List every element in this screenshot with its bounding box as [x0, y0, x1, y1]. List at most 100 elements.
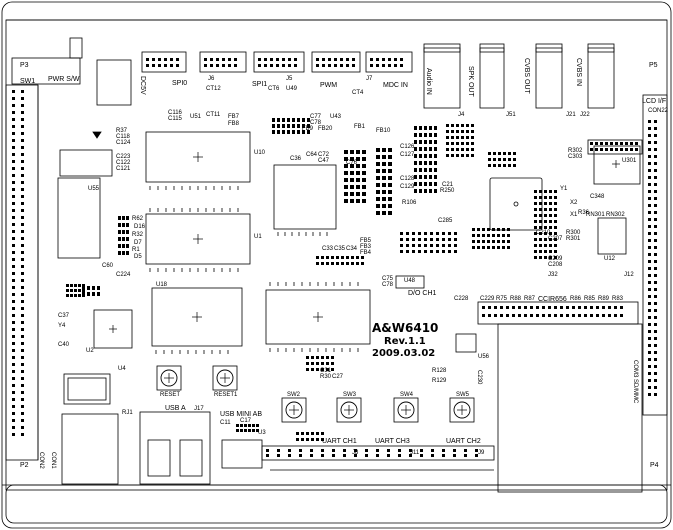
ref-u56: U56 — [478, 354, 490, 360]
smd-pad — [277, 124, 280, 128]
smd-pad — [534, 202, 537, 205]
smd-pad — [307, 124, 310, 128]
smd-pad — [654, 288, 657, 291]
smd-pad — [436, 232, 439, 235]
label-sw4: SW4 — [400, 392, 414, 398]
smd-pad — [539, 238, 542, 241]
smd-pad — [539, 208, 542, 211]
ref-ct11: CT11 — [206, 112, 221, 118]
smd-pad — [503, 164, 506, 167]
smd-pad — [118, 244, 121, 248]
smd-pad — [498, 158, 501, 161]
smd-pad — [356, 171, 360, 175]
smd-pad — [21, 265, 24, 268]
smd-pad — [648, 351, 651, 354]
smd-pad — [21, 356, 24, 359]
smd-pad — [554, 226, 557, 229]
smd-pad — [471, 130, 474, 133]
smd-pad — [126, 216, 129, 220]
smd-pad — [299, 454, 302, 457]
smd-pad — [12, 209, 15, 212]
smd-pad — [21, 230, 24, 233]
smd-pad — [507, 234, 510, 237]
smd-pad — [12, 314, 15, 317]
ref-r250: R250 — [440, 188, 455, 194]
smd-pad — [461, 124, 464, 127]
smd-pad — [446, 136, 449, 139]
smd-pad — [350, 185, 354, 189]
smd-pad — [12, 419, 15, 422]
ref-c223: C223 — [116, 154, 131, 160]
smd-pad — [282, 130, 285, 134]
label-lcd-if: LCD I/F — [642, 98, 667, 105]
smd-pad — [362, 178, 366, 182]
smd-pad — [648, 218, 651, 221]
smd-pad — [419, 161, 422, 165]
smd-pad — [544, 244, 547, 247]
smd-pad — [466, 148, 469, 151]
smd-pad — [590, 314, 593, 317]
smd-pad — [654, 267, 657, 270]
smd-pad — [21, 342, 24, 345]
smd-pad — [620, 314, 623, 317]
smd-pad — [648, 393, 651, 396]
ref-d5: D5 — [134, 254, 142, 260]
smd-pad — [118, 223, 121, 227]
smd-pad — [654, 190, 657, 193]
smd-pad — [287, 124, 290, 128]
smd-pad — [12, 272, 15, 275]
smd-pad — [590, 142, 593, 145]
smd-pad — [321, 432, 324, 435]
smd-pad — [497, 228, 500, 231]
smd-pad — [544, 190, 547, 193]
smd-pad — [654, 358, 657, 361]
label-audio-in: Audio IN — [425, 68, 432, 95]
smd-pad — [12, 335, 15, 338]
smd-pad — [277, 130, 280, 134]
smd-pad — [204, 58, 207, 61]
smd-pad — [654, 120, 657, 123]
smd-pad — [648, 260, 651, 263]
smd-pad — [424, 182, 427, 186]
ref-c122: C122 — [116, 160, 131, 166]
smd-pad — [272, 118, 275, 122]
smd-pad — [356, 178, 360, 182]
label-u2: U2 — [86, 348, 94, 354]
smd-pad — [388, 211, 392, 215]
smd-pad — [12, 153, 15, 156]
smd-pad — [12, 223, 15, 226]
smd-pad — [424, 140, 427, 144]
smd-pad — [625, 142, 628, 145]
smd-pad — [388, 176, 392, 180]
ref-r302: R302 — [568, 148, 583, 154]
smd-pad — [602, 314, 605, 317]
smd-pad — [654, 372, 657, 375]
smd-pad — [461, 136, 464, 139]
label-usb-a: USB A — [165, 405, 186, 412]
smd-pad — [294, 58, 297, 61]
smd-pad — [648, 274, 651, 277]
smd-pad — [356, 157, 360, 161]
smd-pad — [12, 118, 15, 121]
smd-pad — [296, 432, 299, 435]
smd-pad — [70, 289, 73, 292]
smd-pad — [434, 168, 437, 172]
smd-pad — [493, 152, 496, 155]
ref-c72: C72 — [318, 152, 330, 158]
smd-pad — [424, 238, 427, 241]
smd-pad — [388, 190, 392, 194]
smd-pad — [376, 176, 380, 180]
smd-pad — [331, 256, 334, 259]
smd-pad — [548, 306, 551, 309]
smd-pad — [302, 124, 305, 128]
smd-pad — [21, 167, 24, 170]
smd-pad — [429, 168, 432, 172]
smd-pad — [472, 228, 475, 231]
ref-c37: C37 — [58, 313, 70, 319]
smd-pad — [453, 449, 456, 452]
ref-fb4: FB4 — [360, 250, 372, 256]
smd-pad — [648, 344, 651, 347]
smd-pad — [362, 199, 366, 203]
smd-pad — [21, 90, 24, 93]
smd-pad — [248, 429, 251, 432]
